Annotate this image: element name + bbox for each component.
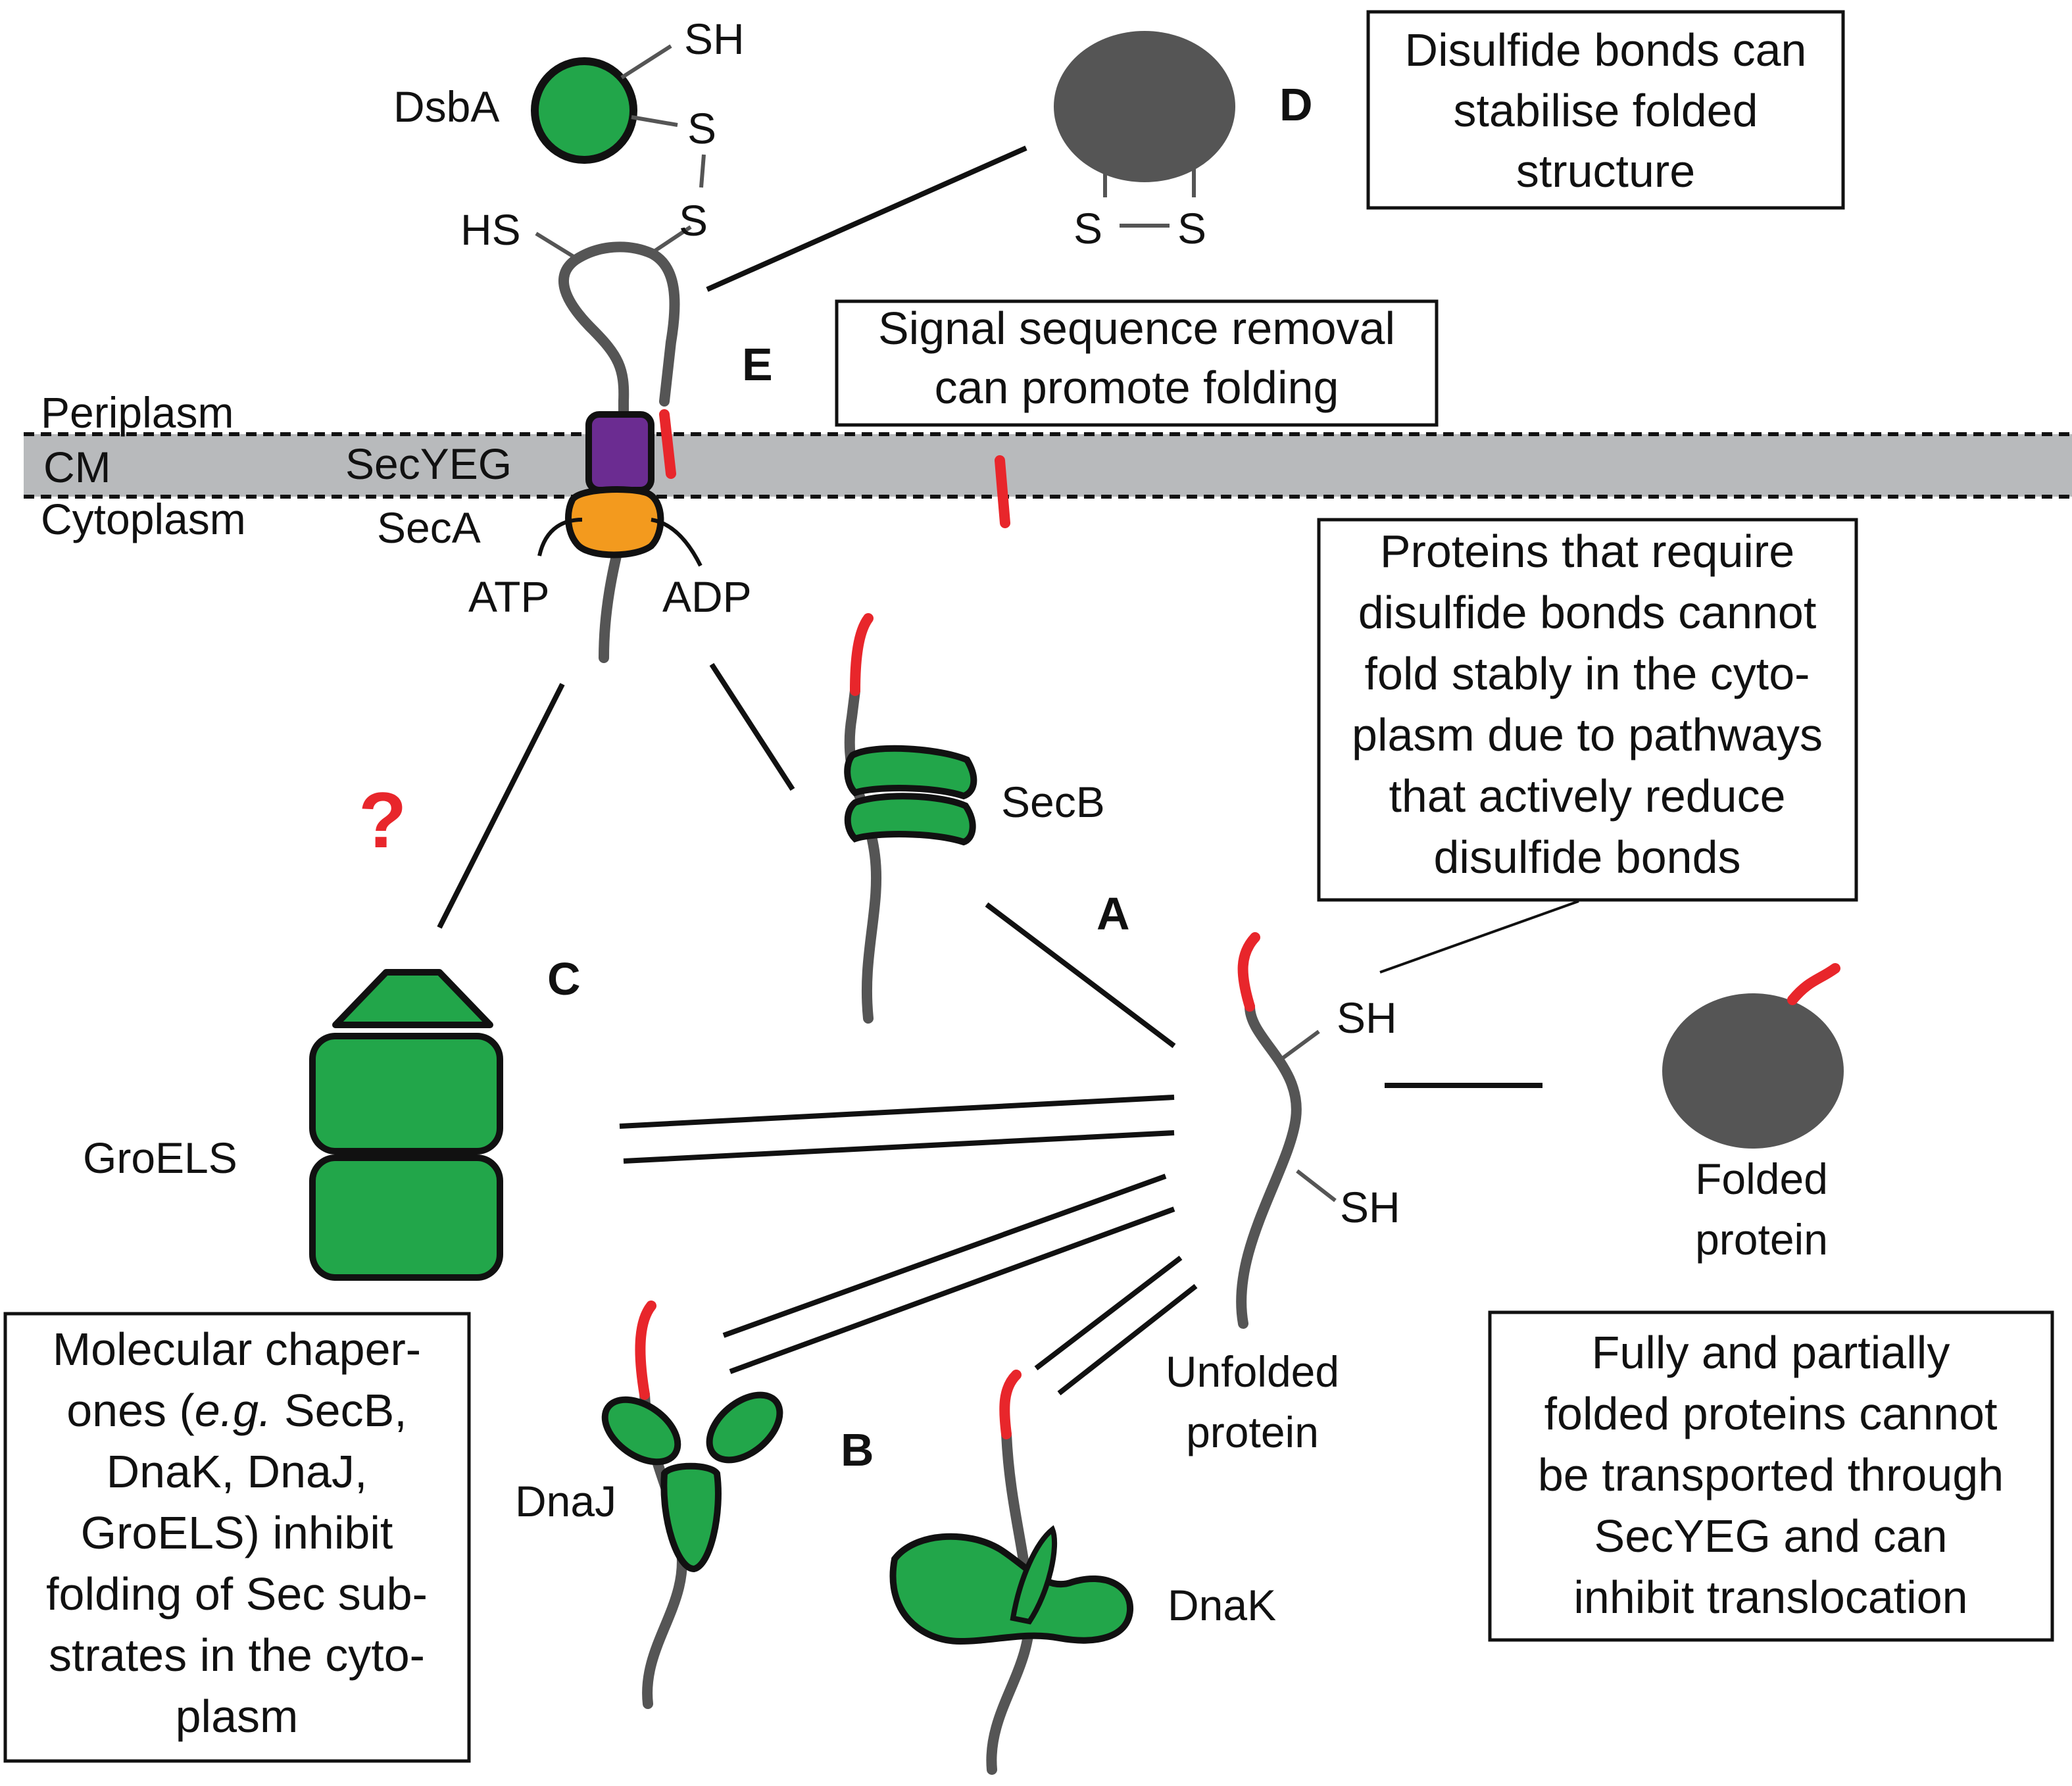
arrow-secb-to-translocon <box>709 662 795 791</box>
cytoplasmic-membrane <box>24 432 2072 499</box>
folded-protein-label-1: Folded <box>1695 1154 1828 1203</box>
dnaj-label: DnaJ <box>515 1477 616 1526</box>
folded-inhibit-box: Fully and partially folded proteins cann… <box>1488 1310 2054 1642</box>
atp-arrow <box>537 518 583 557</box>
arrow-groels-to-unfolded <box>619 1095 1175 1129</box>
cyto-box-pointer <box>1379 900 1579 974</box>
dsba-label: DsbA <box>393 82 499 131</box>
inhibit-box-line-2: folded proteins cannot <box>1544 1388 1998 1439</box>
cytoplasm-disulfide-box: Proteins that require disulfide bonds ca… <box>1317 518 1858 902</box>
seca-label: SecA <box>377 503 481 552</box>
chaperones-box: Molecular chaper- ones (e.g. SecB, DnaK,… <box>3 1312 471 1763</box>
inhibit-box-line-5: inhibit translocation <box>1573 1572 1967 1623</box>
cytoplasm-label: Cytoplasm <box>41 495 246 543</box>
chaperone-box-line-7: plasm <box>176 1691 299 1742</box>
dnak-chaperone <box>889 1533 1134 1645</box>
question-mark: ? <box>358 776 407 864</box>
secb-lower-subunit <box>844 793 976 846</box>
signal-sequence-box: Signal sequence removal can promote fold… <box>835 299 1439 427</box>
groes-lid <box>332 969 493 1028</box>
unfolded-protein-label-2: protein <box>1186 1408 1319 1456</box>
pathway-letter-c: C <box>547 953 581 1005</box>
chaperone-box-line-2: ones (e.g. SecB, <box>66 1385 407 1436</box>
disulfide-box-line-2: stabilise folded <box>1453 85 1758 136</box>
folded-protein-label-2: protein <box>1695 1215 1828 1264</box>
folded-s-left-label: S <box>1073 204 1102 253</box>
folded-protein-signal-peptide <box>1787 963 1840 1005</box>
cyto-box-line-1: Proteins that require <box>1380 526 1794 577</box>
groel-lower-ring <box>309 1154 503 1281</box>
unfolded-sh-lower-label: SH <box>1340 1183 1400 1231</box>
dnaj-chaperone <box>601 1391 783 1573</box>
periplasm-label: Periplasm <box>41 388 234 437</box>
arrow-unfolded-to-dnaj <box>729 1206 1175 1374</box>
groel-upper-ring <box>309 1033 503 1154</box>
cyto-box-line-6: disulfide bonds <box>1434 831 1741 883</box>
dsba-enzyme <box>531 57 637 164</box>
arrow-to-disulfide-folded <box>706 145 1027 292</box>
cyto-box-line-2: disulfide bonds cannot <box>1358 587 1817 638</box>
secb-upper-subunit <box>844 745 977 800</box>
arrow-unfolded-to-secb <box>985 902 1176 1049</box>
chaperone-box-line-4: GroELS) inhibit <box>81 1507 393 1558</box>
membrane-label: CM <box>43 443 111 491</box>
disulfide-folded-protein <box>1054 31 1235 182</box>
unfolded-sh-upper-label: SH <box>1337 993 1397 1042</box>
disulfide-stabilise-box: Disulfide bonds can stabilise folded str… <box>1366 10 1845 210</box>
cyto-box-line-4: plasm due to pathways <box>1352 709 1823 760</box>
dsba-sulfur-bond <box>631 115 678 127</box>
dsba-s-label: S <box>687 104 716 153</box>
dnak-label: DnaK <box>1168 1581 1276 1629</box>
atp-label: ATP <box>468 572 549 621</box>
disulfide-box-line-1: Disulfide bonds can <box>1405 24 1807 76</box>
disulfide-box-line-3: structure <box>1516 145 1695 197</box>
inhibit-box-line-4: SecYEG and can <box>1594 1510 1948 1562</box>
adp-arrow <box>651 518 703 567</box>
seca-atpase <box>565 486 664 558</box>
cleaved-signal-peptide <box>995 455 1010 528</box>
cyto-box-line-3: fold stably in the cyto- <box>1365 648 1810 699</box>
groels-label: GroELS <box>83 1133 237 1182</box>
pathway-letter-e: E <box>742 339 773 390</box>
chaperone-box-line-1: Molecular chaper- <box>53 1324 421 1375</box>
dnak-lid <box>1010 1525 1058 1625</box>
dsba-thiol-bond <box>620 44 672 80</box>
groels-chaperonin <box>309 969 503 1281</box>
unfolded-protein <box>1236 932 1337 1329</box>
inhibit-box-line-3: be transported through <box>1538 1449 2004 1501</box>
dsba-sh-label: SH <box>684 14 745 63</box>
chaperone-box-line-6: strates in the cyto- <box>49 1629 425 1681</box>
pathway-letter-a: A <box>1097 888 1130 939</box>
arrow-unfolded-to-dnak <box>1057 1283 1198 1396</box>
pathway-letter-b: B <box>841 1424 874 1476</box>
signal-box-line-1: Signal sequence removal <box>878 303 1395 354</box>
folded-protein <box>1662 993 1844 1149</box>
folded-s-right-label: S <box>1177 204 1206 253</box>
adp-label: ADP <box>662 572 752 621</box>
secb-label: SecB <box>1001 778 1105 826</box>
unfolded-lower-thiol-bond <box>1296 1169 1337 1203</box>
pathway-letter-d: D <box>1279 79 1313 130</box>
chaperone-box-line-5: folding of Sec sub- <box>46 1568 428 1620</box>
secyeg-channel <box>585 411 654 493</box>
signal-box-line-2: can promote folding <box>935 362 1339 413</box>
dsba-substrate-disulfide <box>699 154 706 188</box>
arrow-dnak-to-unfolded <box>1034 1255 1183 1371</box>
substrate-hs-label: HS <box>460 205 521 254</box>
inhibit-box-line-1: Fully and partially <box>1592 1327 1950 1378</box>
unfolded-upper-thiol-bond <box>1280 1029 1320 1061</box>
chaperone-box-line-3: DnaK, DnaJ, <box>107 1446 368 1497</box>
unfolded-protein-label-1: Unfolded <box>1166 1347 1339 1396</box>
secyeg-label: SecYEG <box>345 439 512 488</box>
cyto-box-line-5: that actively reduce <box>1389 770 1785 822</box>
arrow-groels-to-translocon <box>437 683 565 929</box>
arrow-dnaj-to-unfolded <box>722 1174 1167 1338</box>
substrate-s-label: S <box>679 196 708 245</box>
arrow-unfolded-to-groels <box>623 1130 1175 1164</box>
